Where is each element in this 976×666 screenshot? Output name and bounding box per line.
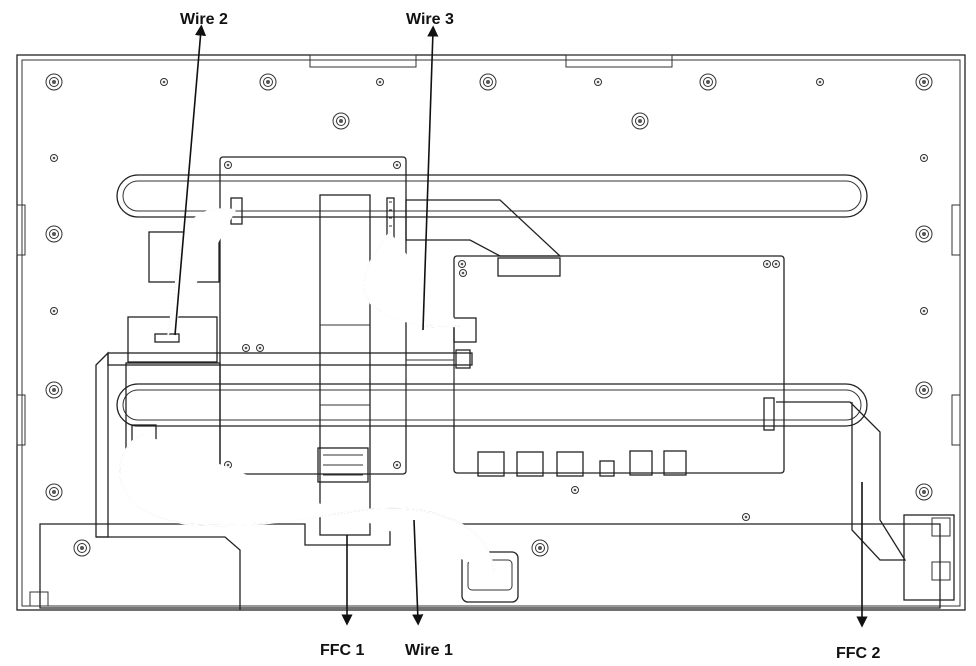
wire-2-leader [174, 24, 207, 336]
wire-3-cable [362, 231, 461, 328]
io-ports [477, 450, 687, 477]
rail-slots [116, 174, 868, 427]
ffc-2-ribbon [776, 401, 955, 601]
wire-3-leader [422, 25, 439, 331]
main-board [453, 255, 785, 474]
upper-ffc-ribbon [405, 199, 562, 421]
left-bracket [95, 351, 241, 610]
callout-arrows [174, 24, 868, 628]
ffc-1-label: FFC 1 [320, 642, 365, 659]
wire-2-cable [167, 208, 237, 337]
wire-1-label: Wire 1 [405, 642, 453, 659]
wire-1-cable [119, 433, 495, 573]
wire-1-leader [412, 519, 424, 626]
wire-2-label: Wire 2 [180, 11, 228, 28]
horizontal-rail-bar [107, 349, 473, 369]
chassis-frame [16, 54, 966, 611]
wire-3-label: Wire 3 [406, 11, 454, 28]
ffc-2-label: FFC 2 [836, 645, 881, 662]
